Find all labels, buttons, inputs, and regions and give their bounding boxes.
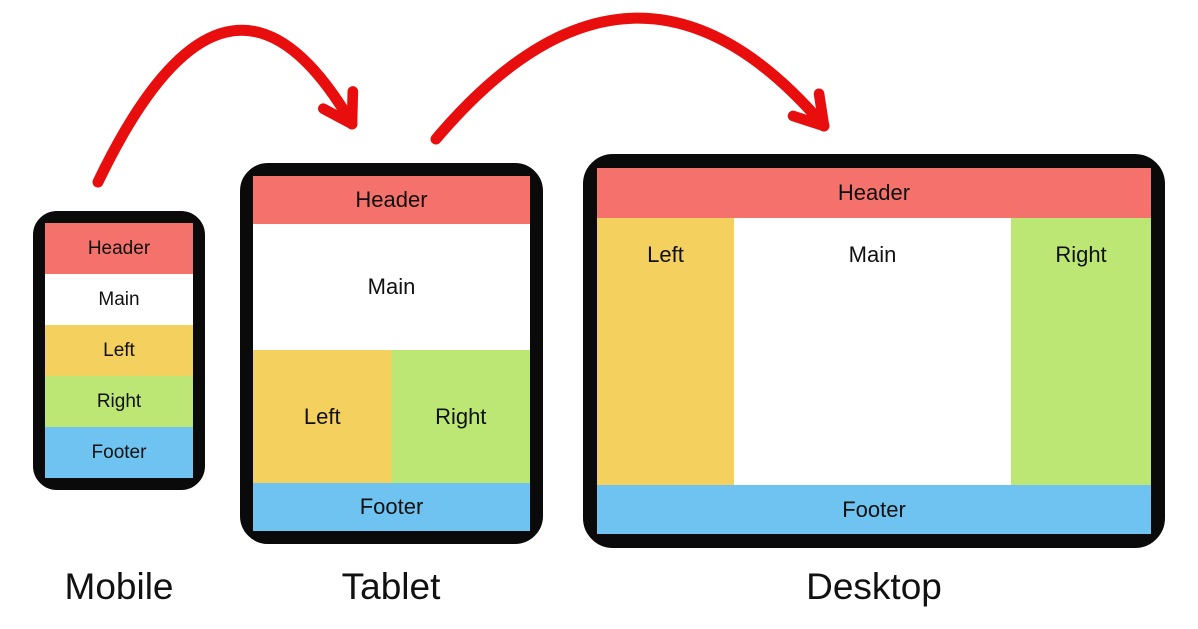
tablet-main-region: Main bbox=[253, 224, 530, 350]
tablet-sidebar-band: Left Right bbox=[253, 350, 530, 483]
desktop-device-frame: Header Left Main Right Footer bbox=[583, 154, 1165, 548]
mobile-left-region: Left bbox=[45, 325, 193, 376]
mobile-main-region: Main bbox=[45, 274, 193, 325]
mobile-device-frame: Header Main Left Right Footer bbox=[33, 211, 205, 490]
tablet-device-frame: Header Main Left Right Footer bbox=[240, 163, 543, 544]
mobile-screen: Header Main Left Right Footer bbox=[45, 223, 193, 478]
tablet-right-region: Right bbox=[391, 350, 530, 483]
mobile-caption: Mobile bbox=[64, 566, 174, 607]
desktop-left-region: Left bbox=[597, 218, 734, 485]
mobile-footer-region: Footer bbox=[45, 427, 193, 478]
tablet-header-region: Header bbox=[253, 176, 530, 224]
desktop-footer-region: Footer bbox=[597, 485, 1151, 534]
mobile-header-region: Header bbox=[45, 223, 193, 274]
curved-arrow-mobile-to-tablet-icon bbox=[92, 24, 359, 188]
tablet-left-region: Left bbox=[253, 350, 392, 483]
tablet-footer-region: Footer bbox=[253, 483, 530, 531]
desktop-main-region: Main bbox=[734, 218, 1011, 485]
desktop-header-region: Header bbox=[597, 168, 1151, 218]
tablet-caption: Tablet bbox=[341, 566, 441, 607]
desktop-caption: Desktop bbox=[806, 566, 942, 607]
curved-arrow-tablet-to-desktop-icon bbox=[430, 12, 830, 145]
desktop-middle-band: Left Main Right bbox=[597, 218, 1151, 485]
mobile-right-region: Right bbox=[45, 376, 193, 427]
tablet-screen: Header Main Left Right Footer bbox=[253, 176, 530, 531]
desktop-right-region: Right bbox=[1011, 218, 1151, 485]
desktop-screen: Header Left Main Right Footer bbox=[597, 168, 1151, 534]
